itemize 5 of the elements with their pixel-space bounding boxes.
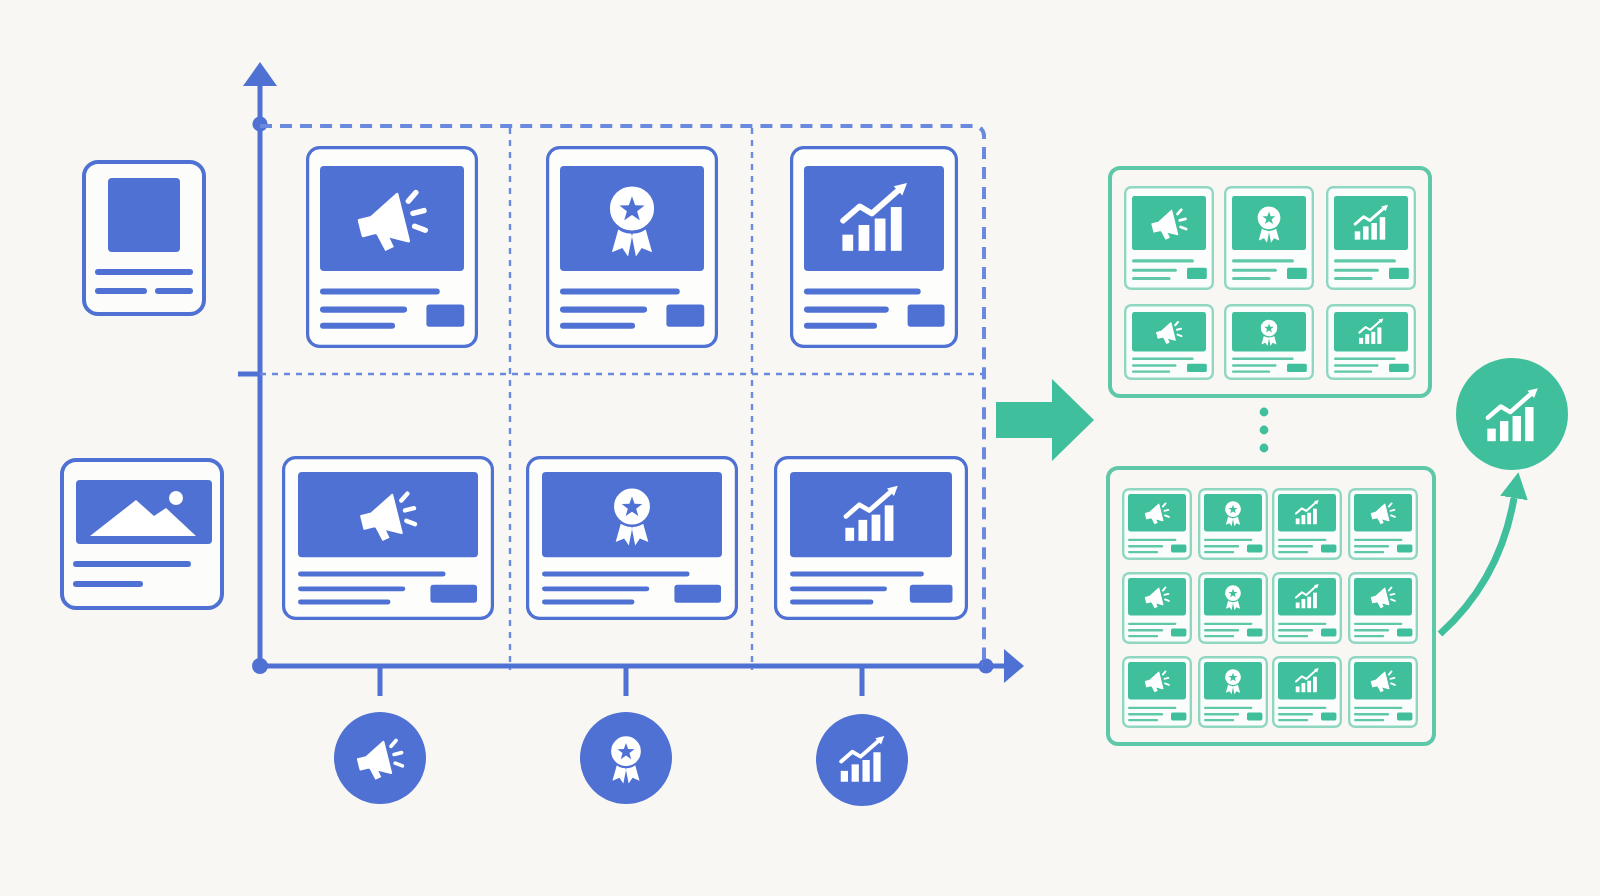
curved-arrow bbox=[1437, 472, 1528, 637]
block-arrow bbox=[996, 379, 1094, 461]
variant-grid-panel bbox=[1106, 466, 1436, 746]
matrix-grid-panel bbox=[260, 124, 986, 666]
variant-grid-panel bbox=[1108, 166, 1432, 398]
